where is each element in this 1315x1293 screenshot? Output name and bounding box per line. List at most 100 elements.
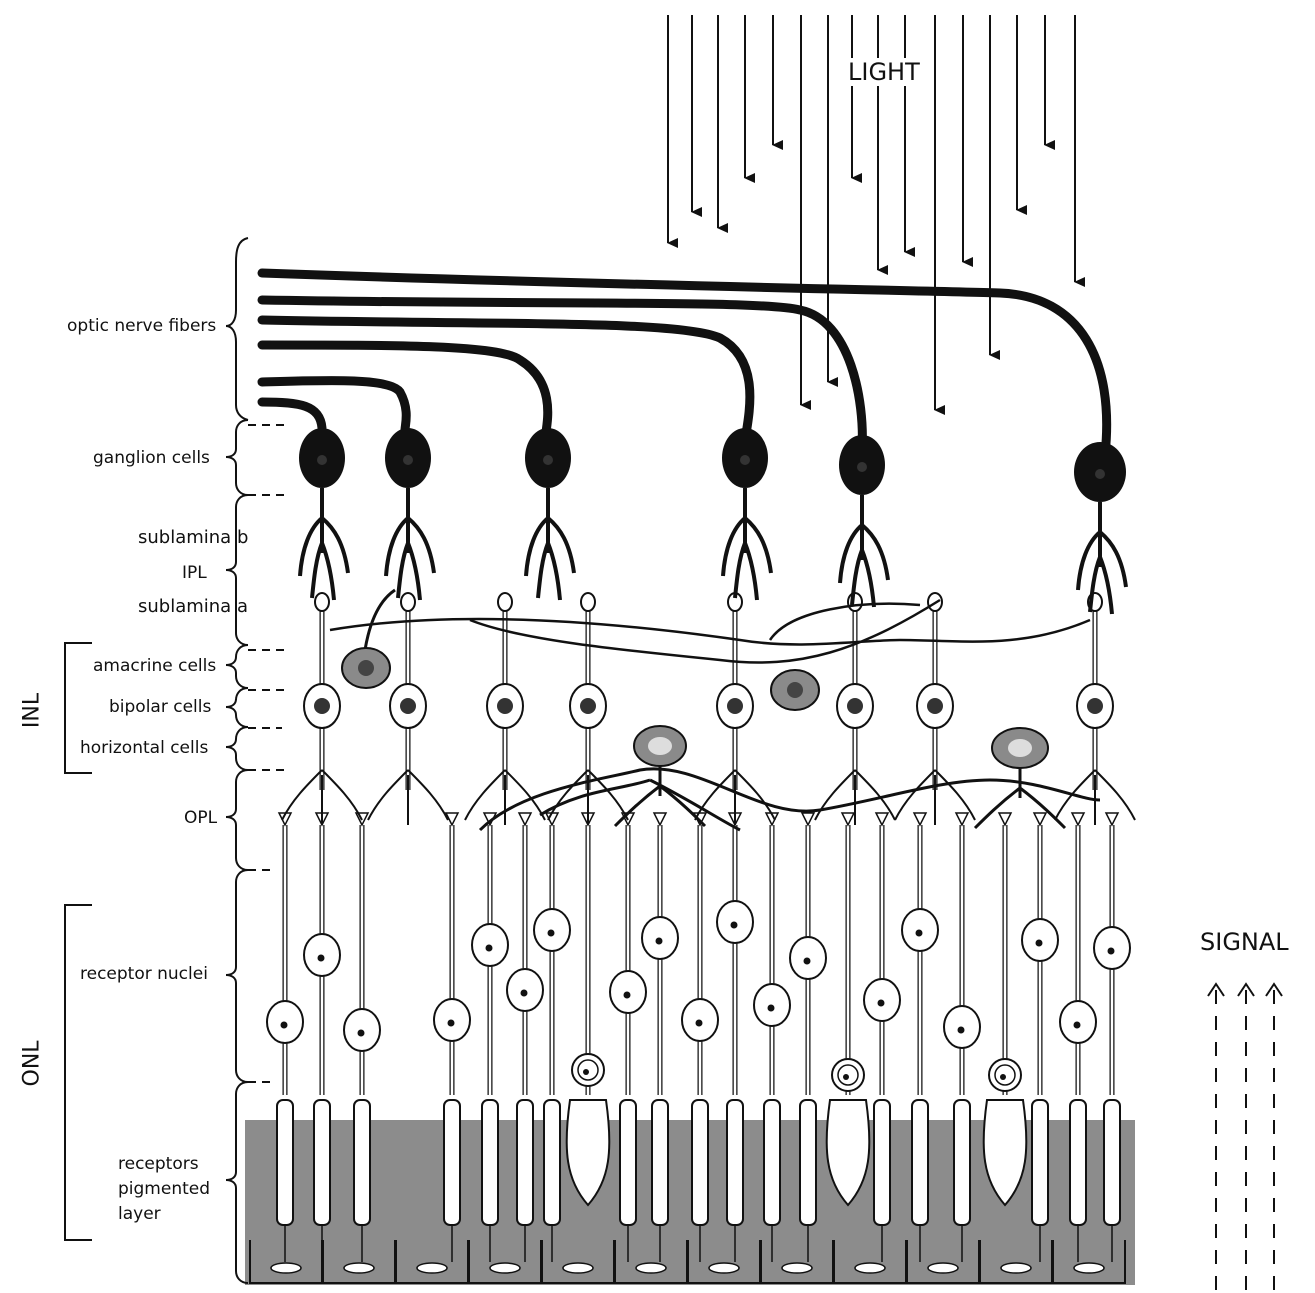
label-receptors-line3: layer (118, 1204, 161, 1224)
ganglion-nucleus (857, 462, 867, 472)
rod-nucleus (1036, 940, 1043, 947)
cone-nucleus (583, 1069, 589, 1075)
horizontal-dendrites (975, 768, 1065, 828)
amacrine-nucleus (358, 660, 374, 676)
label-receptors-line2: pigmented (118, 1179, 210, 1199)
pigment-cell-nucleus (344, 1263, 374, 1273)
amacrine-process (470, 600, 940, 663)
brace-segment (226, 420, 248, 495)
receptor-terminal (519, 813, 531, 825)
rod-nucleus (696, 1020, 703, 1027)
rod-outer-segment (954, 1100, 970, 1225)
receptor-terminal (654, 813, 666, 825)
bipolar-terminal (581, 593, 595, 611)
rod-nucleus (521, 990, 528, 997)
label-sublamina-b: sublamina b (138, 528, 248, 548)
light-label: LIGHT (842, 58, 926, 86)
bipolar-cells (282, 593, 1135, 825)
rod-nucleus (358, 1030, 365, 1037)
label-receptors-line1: receptors (118, 1154, 199, 1174)
rod-outer-segment (1104, 1100, 1120, 1225)
onl-bracket (65, 905, 92, 1240)
pigment-cell-nucleus (782, 1263, 812, 1273)
bipolar-dendrites (282, 770, 362, 825)
rod-outer-segment (912, 1100, 928, 1225)
rod-outer-segment (544, 1100, 560, 1225)
cone-nucleus (843, 1074, 849, 1080)
bipolar-terminal (401, 593, 415, 611)
receptor-terminal (1106, 813, 1118, 825)
pigment-cell-nucleus (417, 1263, 447, 1273)
rod-nucleus (486, 945, 493, 952)
bipolar-nucleus (497, 698, 513, 714)
ganglion-dendrites (386, 488, 434, 600)
amacrine-process (330, 619, 1090, 644)
ganglion-nucleus (317, 455, 327, 465)
pigment-cell-nucleus (928, 1263, 958, 1273)
rod-nucleus (731, 922, 738, 929)
receptor-terminal (876, 813, 888, 825)
bipolar-nucleus (400, 698, 416, 714)
bipolar-dendrites (1055, 770, 1135, 825)
ganglion-nucleus (740, 455, 750, 465)
pigment-cell-nucleus (709, 1263, 739, 1273)
receptor-terminal (802, 813, 814, 825)
ganglion-nucleus (1095, 469, 1105, 479)
bipolar-dendrites (368, 770, 448, 825)
inl-label: INL (20, 691, 45, 731)
pigment-cell-nucleus (1074, 1263, 1104, 1273)
brace-segment (226, 495, 248, 645)
rod-outer-segment (277, 1100, 293, 1225)
rod-nucleus (1074, 1022, 1081, 1029)
label-bipolar-cells: bipolar cells (109, 697, 211, 717)
horizontal-nucleus (648, 737, 672, 755)
amacrine-process (770, 604, 920, 640)
brace-segment (226, 727, 248, 770)
pigment-cell-nucleus (636, 1263, 666, 1273)
pigment-cell-nucleus (855, 1263, 885, 1273)
bipolar-terminal (848, 593, 862, 611)
rod-nucleus (804, 958, 811, 965)
signal-label: SIGNAL (1200, 928, 1289, 956)
ganglion-dendrites (723, 488, 771, 600)
bipolar-dendrites (548, 770, 628, 825)
amacrine-process (365, 590, 395, 650)
pigment-cell-nucleus (271, 1263, 301, 1273)
pigment-cell-nucleus (490, 1263, 520, 1273)
bipolar-dendrites (695, 770, 775, 825)
ganglion-nucleus (403, 455, 413, 465)
rod-outer-segment (764, 1100, 780, 1225)
receptor-terminal (842, 813, 854, 825)
pigment-cell-nucleus (563, 1263, 593, 1273)
bipolar-terminal (498, 593, 512, 611)
rod-nucleus (1108, 948, 1115, 955)
brace-segment (226, 870, 248, 1082)
ganglion-nucleus (543, 455, 553, 465)
onl-label: ONL (20, 1043, 45, 1087)
rod-outer-segment (482, 1100, 498, 1225)
ganglion-cells (299, 428, 1126, 614)
brace-segment (226, 688, 248, 727)
bipolar-nucleus (927, 698, 943, 714)
bipolar-nucleus (314, 698, 330, 714)
receptor-terminal (1072, 813, 1084, 825)
rod-nucleus (548, 930, 555, 937)
receptor-terminal (1034, 813, 1046, 825)
rod-nucleus (448, 1020, 455, 1027)
rod-outer-segment (800, 1100, 816, 1225)
bipolar-nucleus (580, 698, 596, 714)
signal-arrows (1208, 984, 1282, 1290)
receptor-terminal (914, 813, 926, 825)
rod-outer-segment (727, 1100, 743, 1225)
brace-segment (226, 1082, 248, 1283)
label-ipl: IPL (182, 563, 207, 583)
receptor-terminal (999, 813, 1011, 825)
label-optic-nerve-fibers: optic nerve fibers (67, 316, 216, 336)
rod-outer-segment (354, 1100, 370, 1225)
rod-outer-segment (652, 1100, 668, 1225)
bipolar-nucleus (847, 698, 863, 714)
rod-nucleus (878, 1000, 885, 1007)
rod-nucleus (656, 938, 663, 945)
rod-nucleus (768, 1005, 775, 1012)
rod-outer-segment (517, 1100, 533, 1225)
